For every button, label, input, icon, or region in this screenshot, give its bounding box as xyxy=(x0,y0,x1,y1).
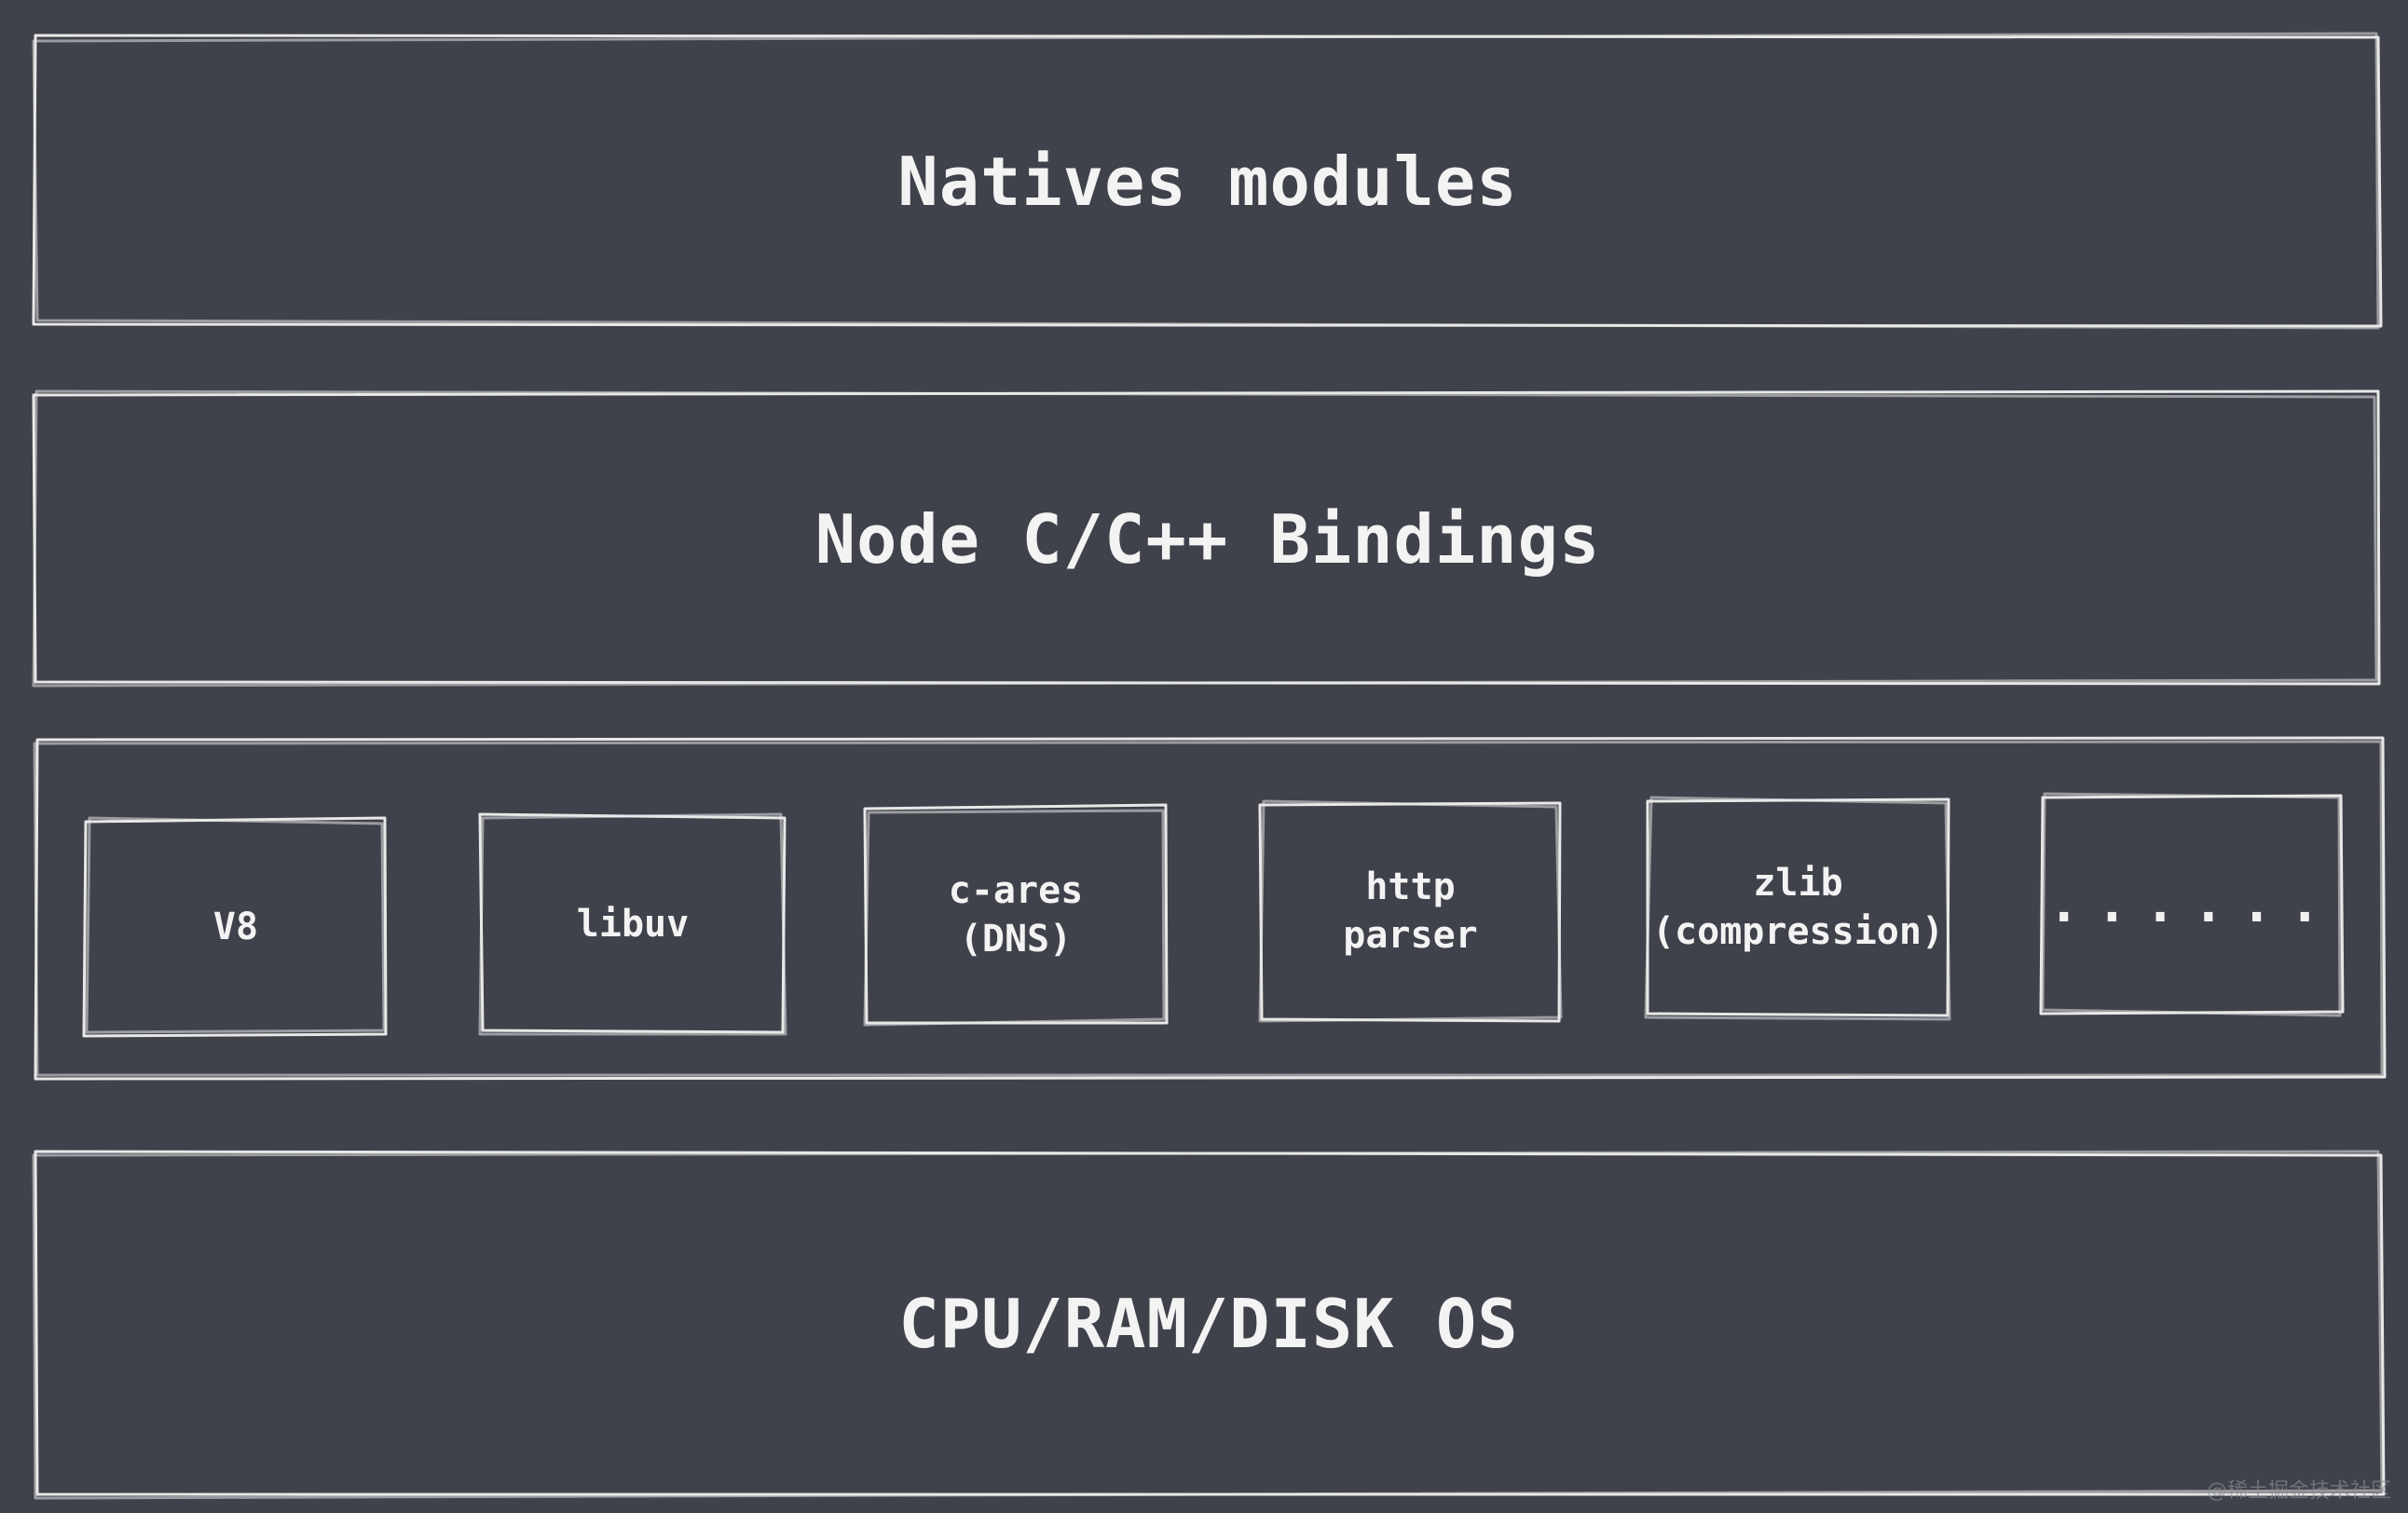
http-parser-component: http parser xyxy=(1261,803,1560,1019)
natives-modules-title: Natives modules xyxy=(897,143,1518,221)
zlib-component: zlib (compression) xyxy=(1648,799,1949,1015)
http-parser-label: http parser xyxy=(1343,866,1478,957)
more-components: ...... xyxy=(2043,796,2343,1012)
os-layer: CPU/RAM/DISK OS xyxy=(35,1153,2382,1494)
natives-modules-layer: Natives modules xyxy=(35,37,2380,326)
libuv-label: libuv xyxy=(576,903,690,946)
os-title: CPU/RAM/DISK OS xyxy=(898,1285,1519,1363)
c-ares-component: c-ares (DNS) xyxy=(866,807,1166,1023)
node-bindings-layer: Node C/C++ Bindings xyxy=(35,395,2380,684)
v8-component: V8 xyxy=(86,820,386,1034)
zlib-label: zlib (compression) xyxy=(1651,862,1945,953)
watermark: @稀土掘金技术社区 xyxy=(2206,1479,2391,1503)
node-bindings-title: Node C/C++ Bindings xyxy=(814,500,1601,579)
v8-label: V8 xyxy=(212,906,259,948)
libuv-component: libuv xyxy=(481,816,785,1032)
c-ares-label: c-ares (DNS) xyxy=(948,869,1084,961)
dependencies-layer xyxy=(37,740,2382,1077)
more-components-ellipsis: ...... xyxy=(2047,873,2338,934)
